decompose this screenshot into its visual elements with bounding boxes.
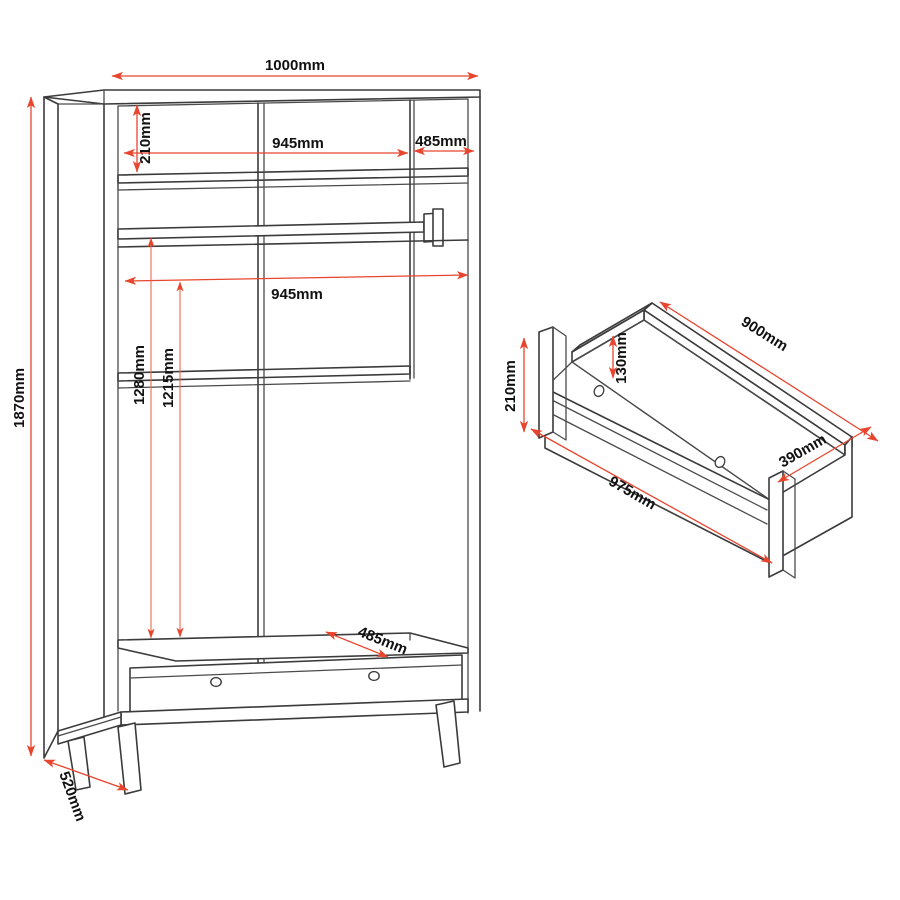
wardrobe-hanging-rail	[117, 208, 444, 247]
dim-label-height-1870: 1870mm	[11, 368, 28, 428]
drawer-box-detail: 900mm 130mm 210mm 390mm 975mm	[502, 301, 879, 579]
dim-line-box-900	[659, 301, 879, 442]
dim-label-front-210: 210mm	[502, 360, 519, 412]
drawer-dowel-hole-left	[593, 384, 605, 398]
wardrobe-top-board	[43, 89, 481, 105]
wardrobe-right-side-panel	[467, 96, 481, 714]
leg-front-right	[435, 700, 461, 768]
dim-label-shelf-945-upper: 945mm	[272, 135, 324, 152]
wardrobe-plinth	[57, 698, 469, 745]
wardrobe-drawer-front	[129, 654, 463, 714]
wardrobe-left-side-panel	[43, 96, 105, 759]
dim-line-depth-520	[43, 759, 129, 791]
dim-label-box-900: 900mm	[738, 313, 791, 355]
dim-line-base-485	[325, 631, 389, 658]
dim-label-depth-390: 390mm	[776, 431, 829, 472]
wardrobe-carcass	[43, 89, 481, 795]
wardrobe-dimension-annotations: 1000mm 1870mm 520mm 210mm 945mm 485mm 94…	[11, 57, 479, 824]
drawer-dowel-hole-right	[714, 455, 726, 469]
dim-line-shelf-945-lower	[124, 271, 469, 285]
dim-label-shelf-945-lower: 945mm	[271, 286, 323, 303]
dim-label-side-485-upper: 485mm	[415, 133, 467, 150]
dim-label-side-130: 130mm	[613, 332, 630, 384]
dim-line-front-975	[530, 428, 773, 564]
leg-front-center	[117, 722, 142, 795]
dim-label-drop-1215: 1215mm	[160, 348, 177, 408]
drawer-handle-hole-right	[368, 670, 380, 682]
wardrobe-mid-shelf	[117, 239, 469, 248]
dim-label-top-210: 210mm	[137, 112, 154, 164]
wardrobe-top-shelf	[117, 167, 469, 191]
dim-line-depth-390	[777, 426, 872, 483]
dim-label-drop-1280: 1280mm	[131, 345, 148, 405]
drawer-handle-hole-left	[210, 676, 222, 688]
dim-label-width-1000: 1000mm	[265, 57, 325, 74]
wardrobe-lower-shelf	[117, 365, 411, 389]
